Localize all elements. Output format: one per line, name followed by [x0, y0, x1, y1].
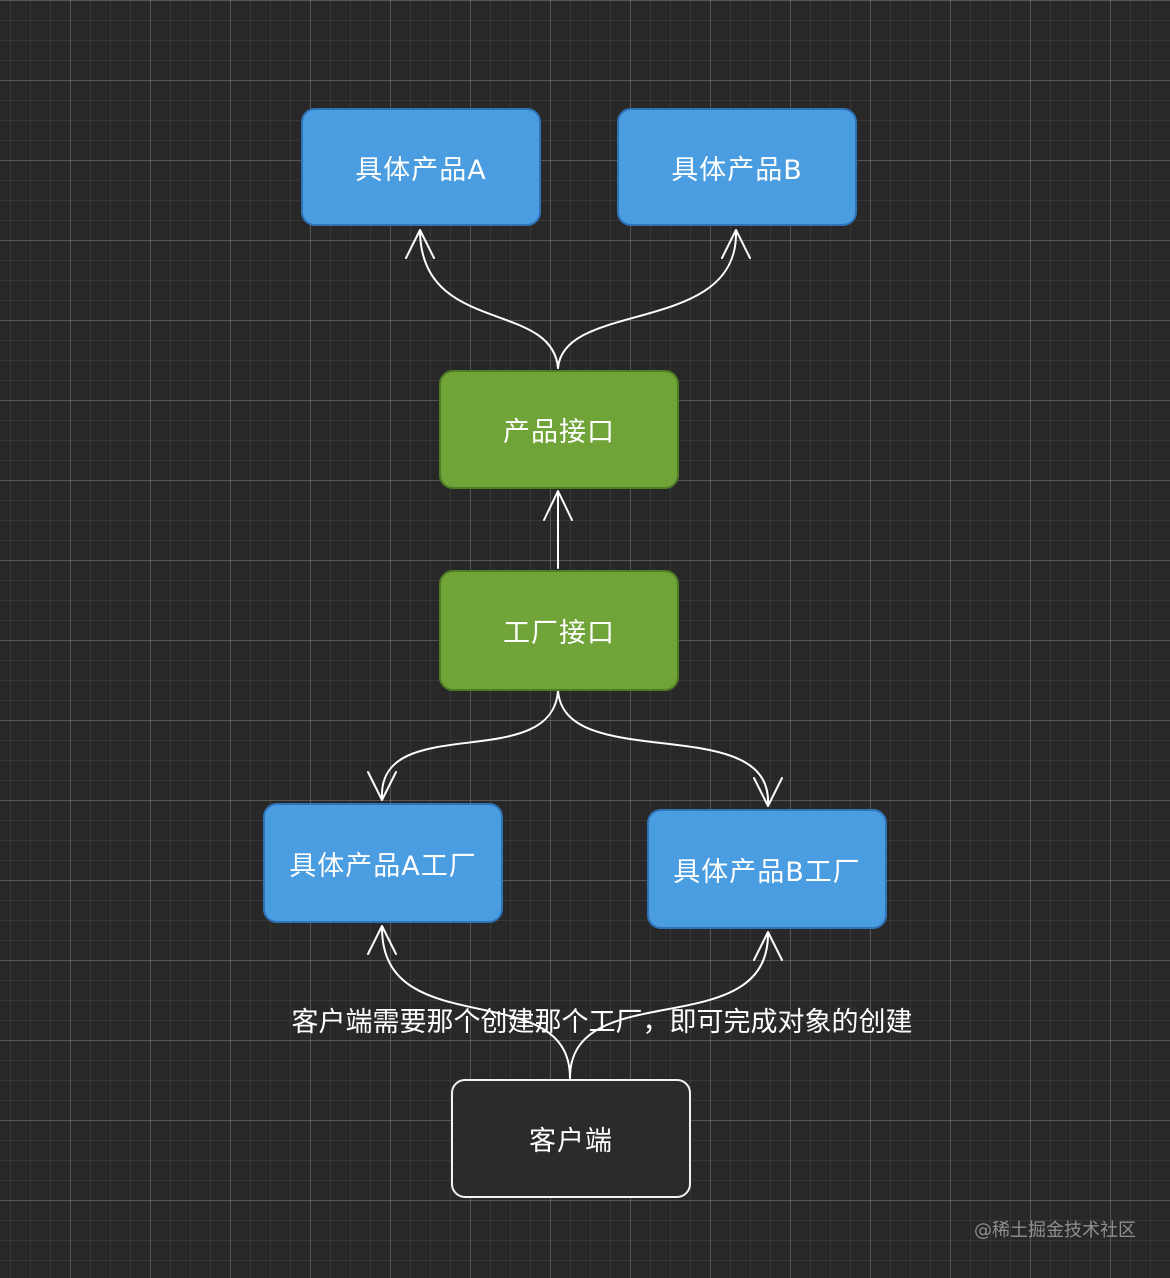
- node-factory-b-label: 具体产品B工厂: [673, 856, 861, 888]
- connector-factory-interface-to-factory-a: [380, 689, 559, 799]
- watermark: @稀土掘金技术社区: [974, 1220, 1136, 1241]
- connector-product-interface-to-product-b: [557, 231, 738, 369]
- connector-factory-interface-to-factory-b: [557, 689, 770, 805]
- node-client[interactable]: 客户端: [451, 1079, 691, 1198]
- arrowhead-client-factory-b: [753, 931, 783, 961]
- node-product-b[interactable]: 具体产品B: [617, 108, 857, 226]
- node-product-b-label: 具体产品B: [671, 154, 803, 186]
- node-product-a-label: 具体产品A: [355, 154, 487, 186]
- node-factory-b[interactable]: 具体产品B工厂: [647, 809, 887, 929]
- connector-client-to-factory-b: [569, 933, 769, 1079]
- node-product-interface[interactable]: 产品接口: [439, 370, 679, 489]
- connector-product-interface-to-product-a: [419, 231, 559, 369]
- node-factory-interface-label: 工厂接口: [503, 618, 615, 649]
- arrowhead-product-interface: [543, 490, 573, 521]
- node-factory-interface[interactable]: 工厂接口: [439, 570, 679, 691]
- arrowhead-product-a: [405, 229, 435, 259]
- connector-client-to-factory-a: [381, 927, 571, 1079]
- arrowhead-product-b: [721, 229, 751, 259]
- arrowhead-client-factory-a: [367, 925, 397, 955]
- arrowhead-factory-a: [367, 771, 397, 801]
- arrowhead-factory-b: [753, 777, 783, 807]
- node-factory-a[interactable]: 具体产品A工厂: [263, 803, 503, 923]
- node-product-interface-label: 产品接口: [503, 417, 615, 448]
- node-product-a[interactable]: 具体产品A: [301, 108, 541, 226]
- node-factory-a-label: 具体产品A工厂: [289, 850, 477, 882]
- edge-label-client-to-factories: 客户端需要那个创建那个工厂，即可完成对象的创建: [291, 1007, 913, 1038]
- node-client-label: 客户端: [529, 1126, 613, 1157]
